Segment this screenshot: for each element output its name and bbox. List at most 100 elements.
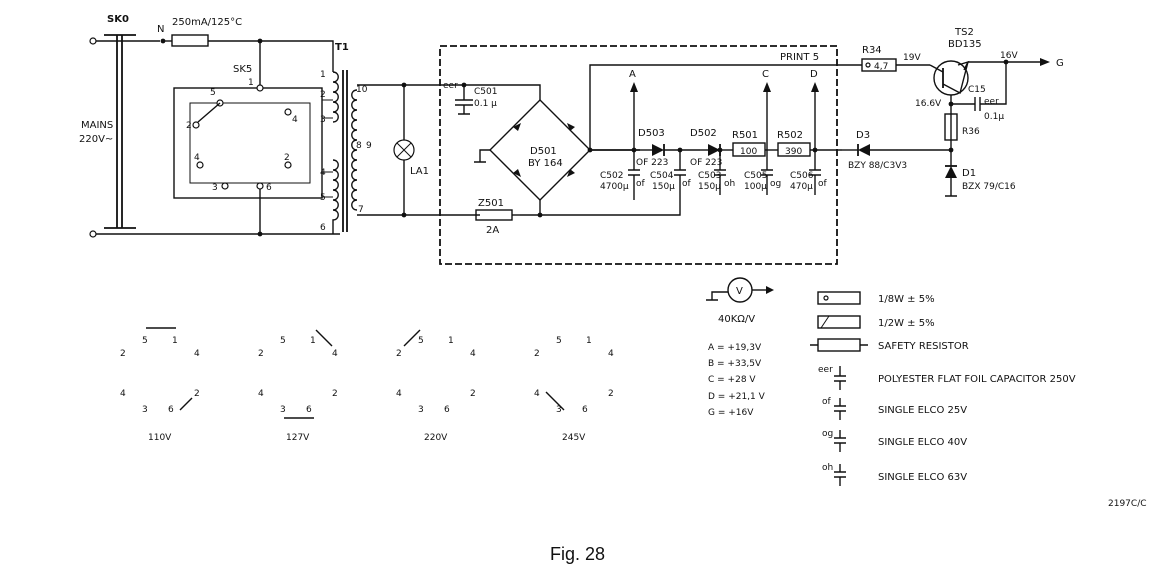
voltage-r34: 19V bbox=[903, 53, 921, 63]
svg-text:R36: R36 bbox=[962, 127, 980, 137]
svg-text:4: 4 bbox=[470, 349, 476, 359]
svg-text:C506: C506 bbox=[790, 171, 814, 181]
svg-text:127V: 127V bbox=[286, 433, 310, 443]
svg-text:5: 5 bbox=[210, 88, 216, 98]
zener-d3: D3 BZY 88/C3V3 bbox=[842, 130, 951, 171]
print5-label: PRINT 5 bbox=[780, 52, 819, 63]
zener-d1: D1 BZX 79/C16 bbox=[945, 147, 1016, 197]
resistor-r501: 100 R501 bbox=[732, 130, 766, 157]
svg-text:4: 4 bbox=[396, 389, 402, 399]
svg-text:1/8W ± 5%: 1/8W ± 5% bbox=[878, 294, 935, 305]
svg-text:390: 390 bbox=[785, 147, 802, 157]
svg-text:og: og bbox=[822, 429, 833, 439]
legend-row-eighth-watt: 1/8W ± 5% bbox=[817, 291, 935, 305]
svg-text:4: 4 bbox=[534, 389, 540, 399]
svg-text:Z501: Z501 bbox=[478, 198, 504, 209]
diode-d502: D502 OF 223 bbox=[690, 128, 733, 168]
svg-text:2: 2 bbox=[608, 389, 614, 399]
svg-text:0.1µ: 0.1µ bbox=[984, 112, 1004, 122]
capacitor-c503: C503 150µ oh bbox=[698, 147, 735, 195]
svg-text:4: 4 bbox=[194, 153, 200, 163]
svg-text:D501: D501 bbox=[530, 146, 557, 157]
switch-config-245v: 5 1 2 4 4 2 3 6 245V bbox=[534, 336, 614, 443]
svg-text:2: 2 bbox=[284, 153, 290, 163]
svg-text:5: 5 bbox=[320, 193, 326, 203]
svg-text:4: 4 bbox=[608, 349, 614, 359]
tap-g: G bbox=[1056, 58, 1064, 69]
svg-text:4: 4 bbox=[194, 349, 200, 359]
sk0-connector bbox=[116, 35, 123, 228]
svg-text:1: 1 bbox=[172, 336, 178, 346]
voltage-selector-sk5: SK5 1 5 2 4 4 2 3 6 bbox=[173, 64, 333, 237]
svg-text:TS2: TS2 bbox=[954, 27, 974, 38]
svg-text:D503: D503 bbox=[638, 128, 665, 139]
svg-text:6: 6 bbox=[320, 223, 326, 233]
svg-text:150µ: 150µ bbox=[698, 182, 721, 192]
mains-input: SK0 MAINS 220V~ N 250mA/125°C bbox=[79, 14, 340, 238]
svg-text:3: 3 bbox=[142, 405, 148, 415]
svg-text:2: 2 bbox=[332, 389, 338, 399]
component-legend: 1/8W ± 5% 1/2W ± 5% SAFETY RESISTOR eer … bbox=[810, 291, 1076, 486]
fuse bbox=[171, 34, 209, 47]
legend-row-elco-25v: of SINGLE ELCO 25V bbox=[822, 397, 967, 420]
svg-text:1: 1 bbox=[310, 336, 316, 346]
svg-text:2: 2 bbox=[534, 349, 540, 359]
sk0-label: SK0 bbox=[107, 14, 129, 25]
switch-config-127v: 5 1 2 4 4 2 3 6 127V bbox=[258, 329, 338, 443]
svg-text:of: of bbox=[822, 397, 832, 407]
svg-text:C = +28 V: C = +28 V bbox=[708, 375, 756, 385]
capacitor-c504: C504 150µ of bbox=[650, 147, 692, 192]
legend-row-half-watt: 1/2W ± 5% bbox=[817, 315, 935, 329]
capacitor-c15: C15 eer 0.1µ 16.6V bbox=[915, 85, 1004, 122]
legend-row-safety-resistor: SAFETY RESISTOR bbox=[810, 338, 969, 352]
svg-text:3: 3 bbox=[556, 405, 562, 415]
fuse-z501: Z501 2A bbox=[475, 198, 520, 236]
svg-text:2: 2 bbox=[320, 90, 326, 100]
svg-text:0.1 µ: 0.1 µ bbox=[474, 99, 497, 109]
svg-text:A = +19,3V: A = +19,3V bbox=[708, 343, 762, 353]
svg-text:150µ: 150µ bbox=[652, 182, 675, 192]
tap-a: A bbox=[629, 69, 636, 80]
svg-text:C502: C502 bbox=[600, 171, 623, 181]
svg-text:2: 2 bbox=[120, 349, 126, 359]
capacitor-c502: C502 4700µ of bbox=[600, 147, 646, 200]
svg-text:110V: 110V bbox=[148, 433, 172, 443]
mains-terminal-top bbox=[89, 37, 97, 45]
svg-text:D3: D3 bbox=[856, 130, 870, 141]
svg-text:5: 5 bbox=[418, 336, 424, 346]
svg-text:5: 5 bbox=[556, 336, 562, 346]
svg-text:oh: oh bbox=[822, 463, 833, 473]
node-n: N bbox=[157, 24, 164, 35]
print5-board bbox=[439, 45, 838, 265]
svg-text:6: 6 bbox=[168, 405, 174, 415]
svg-text:SINGLE ELCO 40V: SINGLE ELCO 40V bbox=[878, 437, 967, 448]
svg-text:SINGLE ELCO 25V: SINGLE ELCO 25V bbox=[878, 405, 967, 416]
svg-text:of: of bbox=[636, 179, 646, 189]
resistor-r502: 390 R502 bbox=[777, 130, 811, 157]
svg-text:C504: C504 bbox=[650, 171, 674, 181]
svg-text:4: 4 bbox=[332, 349, 338, 359]
svg-text:1: 1 bbox=[448, 336, 454, 346]
svg-text:8: 8 bbox=[356, 141, 362, 151]
tap-c: C bbox=[762, 69, 769, 80]
mains-terminal-bottom bbox=[89, 230, 97, 238]
svg-text:SINGLE ELCO 63V: SINGLE ELCO 63V bbox=[878, 472, 967, 483]
svg-text:R34: R34 bbox=[862, 45, 882, 56]
svg-text:3: 3 bbox=[280, 405, 286, 415]
svg-text:eer: eer bbox=[818, 365, 833, 375]
svg-text:G = +16V: G = +16V bbox=[708, 408, 754, 418]
svg-text:D1: D1 bbox=[962, 168, 976, 179]
svg-text:6: 6 bbox=[266, 183, 272, 193]
svg-text:3: 3 bbox=[418, 405, 424, 415]
t1-label: T1 bbox=[335, 42, 349, 53]
svg-text:R502: R502 bbox=[777, 130, 803, 141]
capacitor-c505: C505 100µ og bbox=[744, 150, 781, 195]
svg-text:5: 5 bbox=[280, 336, 286, 346]
svg-text:2: 2 bbox=[396, 349, 402, 359]
svg-text:100: 100 bbox=[740, 147, 757, 157]
svg-text:2: 2 bbox=[258, 349, 264, 359]
svg-text:6: 6 bbox=[582, 405, 588, 415]
figure-caption: Fig. 28 bbox=[550, 544, 605, 564]
svg-text:B = +33,5V: B = +33,5V bbox=[708, 359, 762, 369]
svg-text:C15: C15 bbox=[968, 85, 986, 95]
